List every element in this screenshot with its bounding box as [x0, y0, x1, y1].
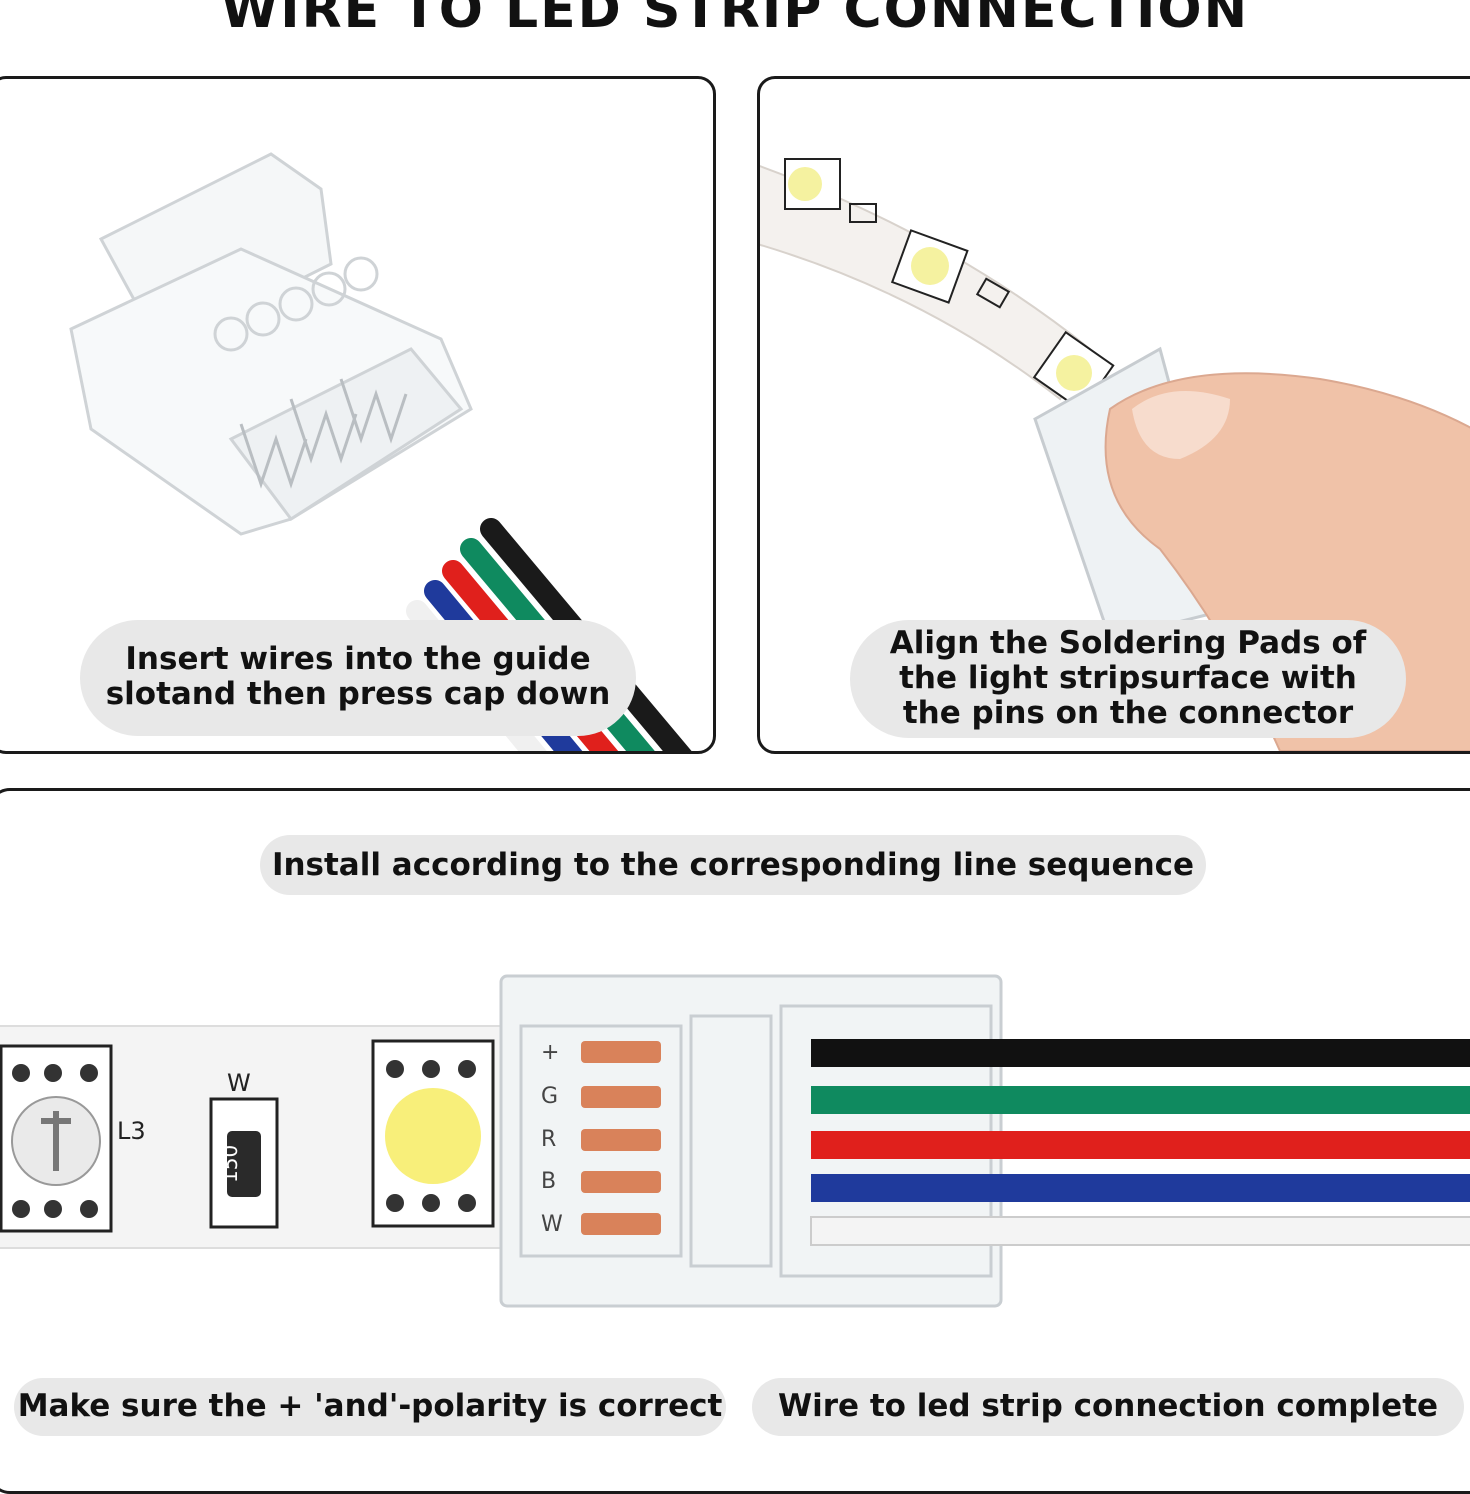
align-caption-line1: Align the Soldering Pads of	[889, 625, 1367, 661]
clear-connector-illustration	[69, 152, 473, 536]
pin-label-g: G	[541, 1084, 558, 1109]
led-ref-label: L3	[117, 1117, 146, 1145]
rgb-led-chip	[0, 1044, 113, 1233]
insert-caption-line1: Insert wires into the guide	[125, 641, 591, 677]
wire-green	[811, 1086, 1470, 1114]
page-title: WIRE TO LED STRIP CONNECTION	[220, 0, 1250, 40]
align-pads-caption: Align the Soldering Pads of the light st…	[850, 620, 1406, 738]
connection-complete-caption: Wire to led strip connection complete	[752, 1378, 1464, 1436]
pin-label-w: W	[541, 1212, 563, 1237]
connection-illustration: L3 W 150	[0, 974, 1470, 1308]
fingernail-shape	[1132, 391, 1230, 459]
polarity-caption: Make sure the + 'and'-polarity is correc…	[14, 1378, 726, 1436]
white-led-label: W	[227, 1069, 251, 1097]
wire-black	[811, 1039, 1470, 1067]
line-sequence-panel: L3 W 150	[0, 788, 1470, 1494]
insert-caption-line2: slotand then press cap down	[105, 676, 611, 712]
insert-wires-caption: Insert wires into the guide slotand then…	[80, 620, 636, 736]
white-led-chip	[371, 1039, 495, 1228]
wire-red	[811, 1131, 1470, 1159]
line-sequence-caption: Install according to the corresponding l…	[260, 835, 1206, 895]
wire-blue	[811, 1174, 1470, 1202]
pin-label-b: B	[541, 1169, 556, 1194]
pin-label-plus: +	[541, 1040, 559, 1065]
resistor-value-label: 150	[218, 1145, 242, 1183]
wire-white	[810, 1216, 1470, 1246]
pin-label-r: R	[541, 1127, 556, 1152]
pin-labels: + G R B W	[541, 1040, 563, 1237]
align-caption-line2: the light stripsurface with	[899, 660, 1357, 696]
resistor-component	[209, 1097, 279, 1229]
strip-leds	[784, 158, 1115, 412]
align-caption-line3: the pins on the connector	[902, 695, 1354, 731]
wires	[810, 1039, 1470, 1246]
copper-pins	[581, 1041, 661, 1235]
